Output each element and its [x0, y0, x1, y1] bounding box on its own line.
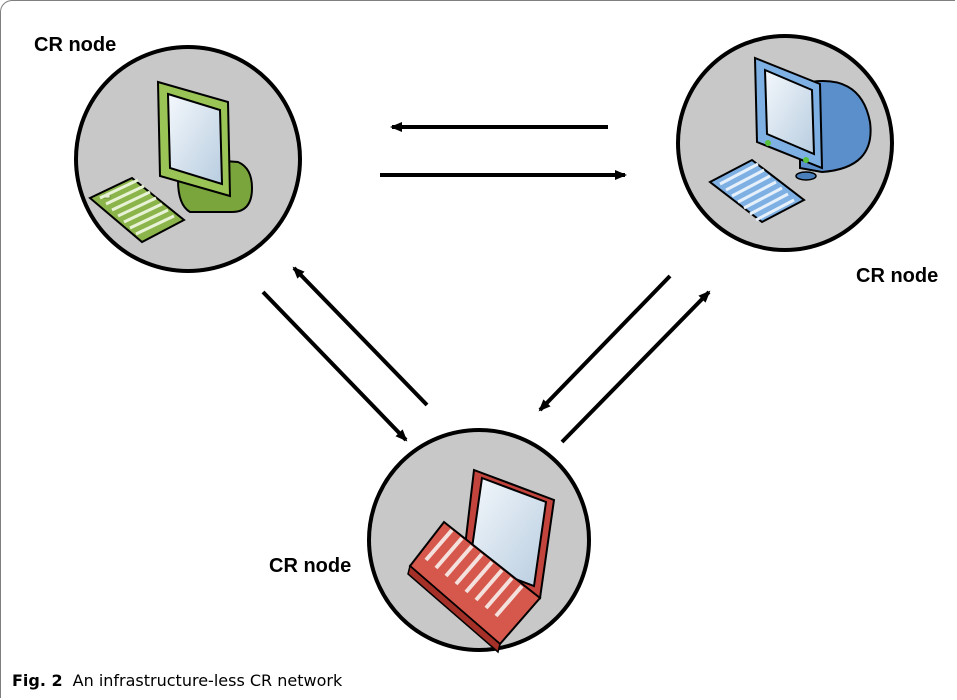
red-laptop-icon — [407, 468, 556, 654]
arrow-topleft-to-bottom — [261, 290, 408, 442]
node-label-top-left: CR node — [34, 34, 117, 56]
figure-number: Fig. 2 — [12, 671, 63, 690]
node-label-bottom: CR node — [269, 555, 352, 577]
link-arrows — [261, 122, 711, 444]
arrow-topright-to-bottom — [538, 274, 672, 412]
node-label-top-right: CR node — [856, 265, 939, 287]
green-desktop-icon — [88, 80, 254, 244]
figure-caption-text: An infrastructure-less CR network — [72, 671, 343, 690]
arrow-bottom-to-topleft — [292, 266, 429, 407]
figure-caption: Fig. 2 An infrastructure-less CR network — [12, 671, 342, 690]
arrow-bottom-to-topright — [560, 290, 711, 444]
blue-desktop-icon — [708, 56, 872, 224]
